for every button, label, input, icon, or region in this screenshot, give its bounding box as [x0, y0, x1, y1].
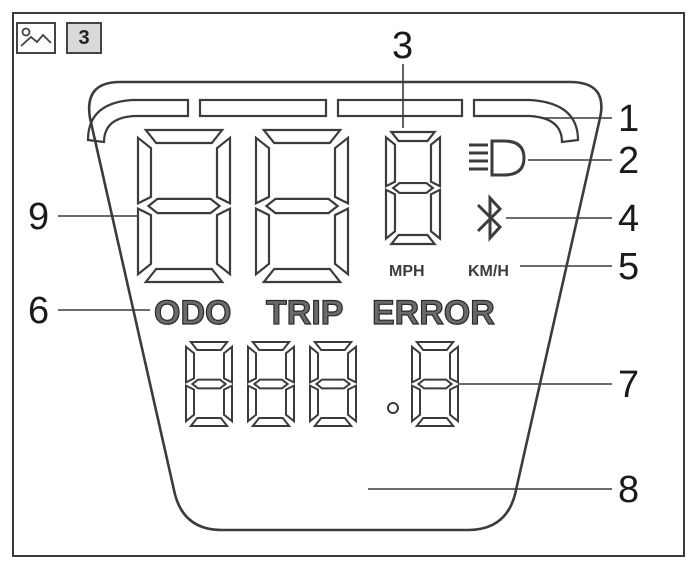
digit-segment — [146, 197, 222, 215]
odo-label: ODO — [154, 294, 231, 332]
callout-9: 9 — [28, 196, 49, 238]
digit-segment — [449, 383, 459, 424]
battery-segment — [86, 98, 190, 144]
digit-segment — [264, 197, 340, 215]
callout-lines — [58, 64, 612, 490]
battery-segment — [472, 98, 580, 144]
bluetooth-icon — [476, 194, 503, 242]
digit-segment — [314, 378, 352, 390]
callout-7: 7 — [618, 364, 639, 406]
callout-5: 5 — [618, 246, 639, 288]
image-icon — [16, 22, 56, 54]
digit-segment — [247, 344, 257, 385]
digit-segment — [414, 417, 456, 427]
speed-digit — [136, 128, 232, 284]
digit-segment — [391, 181, 435, 195]
digit-segment — [429, 188, 442, 241]
digit-segment — [347, 344, 357, 385]
kmh-label: KM/H — [468, 263, 509, 280]
callout-2: 2 — [618, 140, 639, 182]
digit-segment — [250, 417, 292, 427]
digit-segment — [429, 135, 442, 188]
digit-segment — [416, 378, 454, 390]
digit-segment — [449, 344, 459, 385]
digit-segment — [384, 188, 397, 241]
digit-segment — [188, 417, 230, 427]
digit-segment — [347, 383, 357, 424]
digit-segment — [250, 341, 292, 351]
mph-label: MPH — [389, 263, 425, 280]
digit-segment — [261, 267, 343, 284]
digit-segment — [411, 344, 421, 385]
digit-segment — [384, 135, 397, 188]
digit-segment — [333, 206, 350, 277]
odometer-digit — [247, 341, 295, 427]
digit-segment — [312, 417, 354, 427]
digit-segment — [185, 344, 195, 385]
figure-frame — [12, 12, 685, 557]
display-outline — [87, 80, 603, 532]
digit-segment — [389, 233, 437, 246]
digit-segment — [254, 135, 271, 206]
callout-3: 3 — [392, 25, 413, 67]
digit-segment — [215, 206, 232, 277]
digit-segment — [309, 383, 319, 424]
digit-segment — [389, 130, 437, 143]
digit-segment — [414, 341, 456, 351]
odometer-digit — [411, 341, 459, 427]
digit-segment — [411, 383, 421, 424]
callout-8: 8 — [618, 469, 639, 511]
trip-label: TRIP — [266, 294, 343, 332]
digit-segment — [285, 344, 295, 385]
odometer-digit — [309, 341, 357, 427]
headlight-icon — [469, 139, 526, 177]
digit-segment — [254, 206, 271, 277]
callout-6: 6 — [28, 290, 49, 332]
digit-segment — [285, 383, 295, 424]
decimal-point — [387, 402, 399, 414]
battery-segment — [336, 98, 464, 118]
digit-segment — [143, 128, 225, 145]
digit-segment — [143, 267, 225, 284]
speed-digit — [254, 128, 350, 284]
digit-segment — [261, 128, 343, 145]
odometer-digit — [185, 341, 233, 427]
digit-segment — [309, 344, 319, 385]
assist-level-digit — [384, 130, 442, 246]
digit-segment — [185, 383, 195, 424]
digit-segment — [190, 378, 228, 390]
digit-segment — [333, 135, 350, 206]
digit-segment — [136, 135, 153, 206]
digit-segment — [312, 341, 354, 351]
digit-segment — [136, 206, 153, 277]
battery-segment — [198, 98, 328, 118]
digit-segment — [223, 383, 233, 424]
digit-segment — [223, 344, 233, 385]
callout-4: 4 — [618, 198, 639, 240]
battery-bar — [86, 98, 580, 144]
digit-segment — [247, 383, 257, 424]
callout-1: 1 — [618, 98, 639, 140]
digit-segment — [188, 341, 230, 351]
digit-segment — [252, 378, 290, 390]
digit-segment — [215, 135, 232, 206]
error-label: ERROR — [372, 294, 495, 332]
figure-number-badge: 3 — [66, 22, 102, 54]
